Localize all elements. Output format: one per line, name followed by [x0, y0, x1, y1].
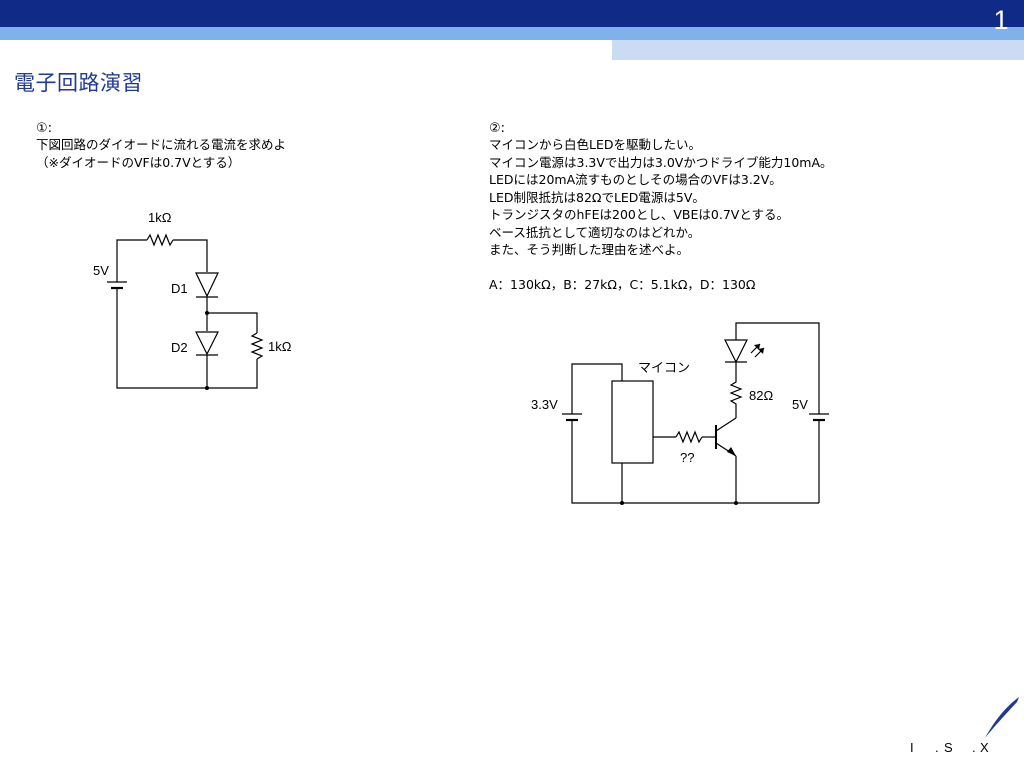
mcu-block: [611, 380, 654, 464]
isx-logo: I . S . X: [910, 697, 1019, 755]
resistor-r2: [250, 332, 264, 360]
header-bar-pale: [612, 40, 1024, 60]
q2-line: また、そう判断した理由を述べよ。: [489, 242, 690, 257]
q2-line: LED制限抵抗は82ΩでLED電源は5V。: [489, 189, 705, 205]
label-battery: 5V: [93, 263, 109, 278]
circuit-diagram-2: マイコン 3.3V 82Ω 5V ??: [531, 322, 829, 505]
label-r-base: ??: [680, 450, 694, 465]
led: [724, 339, 748, 364]
q1-text: 下図回路のダイオードに流れる電流を求めよ （※ダイオードのVFは0.7Vとする）: [36, 136, 286, 171]
quill-icon: [985, 697, 1019, 738]
resistor-r1: [146, 233, 174, 247]
q2-line: ベース抵抗として適切なのはどれか。: [489, 224, 701, 240]
q2-line: トランジスタのhFEは200とし、VBEは0.7Vとする。: [489, 207, 789, 222]
label-r-side: 1kΩ: [268, 339, 292, 354]
svg-text:I: I: [910, 740, 914, 755]
circuit-diagram-1: 1kΩ 5V D1 D2 1kΩ: [93, 210, 292, 390]
label-mcu: マイコン: [638, 360, 690, 375]
header-bar-dark: [0, 0, 1024, 27]
svg-text:.: .: [972, 740, 976, 755]
page-number: 1: [993, 5, 1009, 35]
resistor-82: [729, 378, 743, 410]
resistor-base: [675, 430, 703, 444]
q2-line: マイコン電源は3.3Vで出力は3.0Vかつドライブ能力10mA。: [489, 154, 833, 170]
label-d2: D2: [171, 340, 188, 355]
q1-number: ①:: [36, 121, 53, 136]
label-d1: D1: [171, 281, 188, 296]
q1-line: 下図回路のダイオードに流れる電流を求めよ: [36, 137, 287, 152]
diode-d1: [195, 272, 219, 298]
diode-d2: [195, 331, 219, 356]
label-v-right: 5V: [792, 397, 808, 412]
svg-text:S: S: [944, 740, 953, 755]
header-bar-light: [0, 27, 1024, 40]
q2-line: LEDには20mA流すものとしその場合のVFは3.2V。: [489, 172, 782, 187]
q2-line: マイコンから白色LEDを駆動したい。: [489, 137, 701, 152]
label-v-left: 3.3V: [531, 397, 558, 412]
label-r-led: 82Ω: [749, 388, 773, 403]
q2-choices: A：130kΩ，B：27kΩ，C：5.1kΩ，D：130Ω: [489, 277, 756, 292]
q2-number: ②:: [489, 121, 506, 136]
q1-line: （※ダイオードのVFは0.7Vとする）: [36, 154, 241, 170]
page-title: 電子回路演習: [14, 71, 143, 95]
q2-text: マイコンから白色LEDを駆動したい。 マイコン電源は3.3Vで出力は3.0Vかつ…: [489, 136, 833, 294]
svg-text:X: X: [980, 740, 989, 755]
label-r-top: 1kΩ: [148, 210, 172, 225]
svg-text:.: .: [935, 740, 939, 755]
